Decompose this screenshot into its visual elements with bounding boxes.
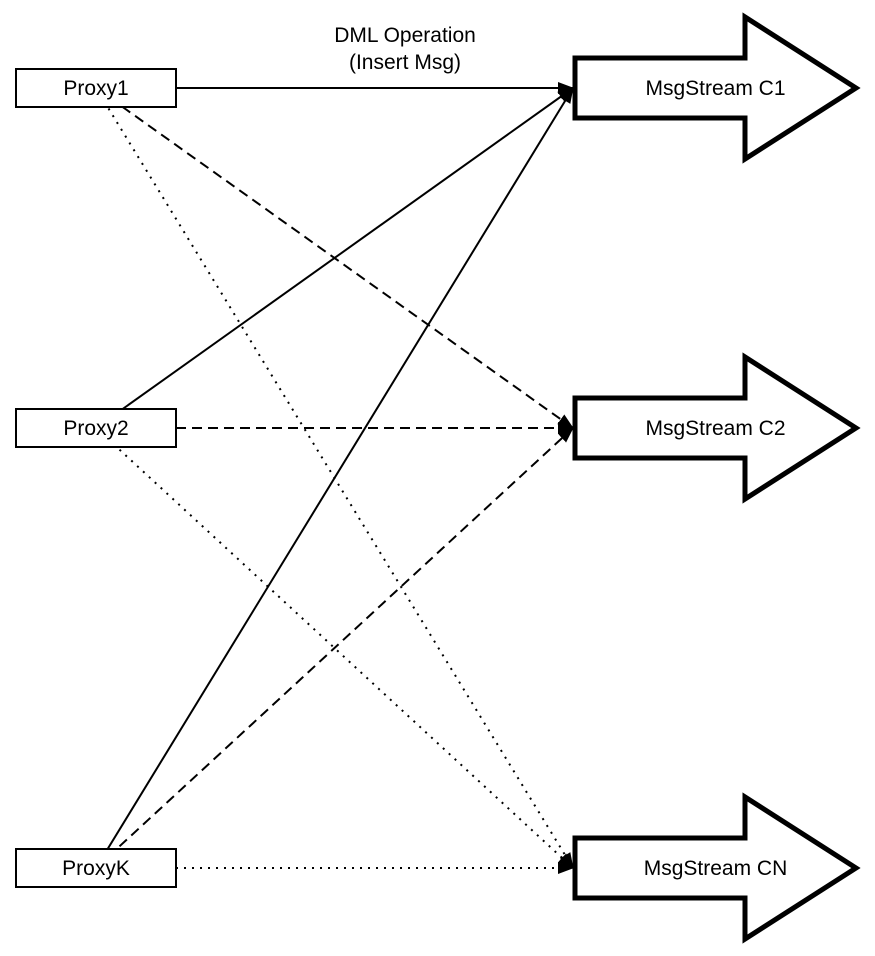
proxy2-box: Proxy2 [15,408,177,448]
proxy1-label: Proxy1 [63,76,129,100]
proxy2-label: Proxy2 [63,416,129,440]
msgstream-c1-arrow-shape [572,12,861,164]
connector-proxyk-to-c2-dashed [95,427,574,869]
proxyk-box: ProxyK [15,848,177,888]
msgstream-cn-arrow-shape [572,792,861,944]
msgstream-c2-arrow-shape [572,352,861,504]
connector-proxy1-to-cn-dotted [95,87,574,869]
proxy1-box: Proxy1 [15,68,177,108]
diagram-title-line2: (Insert Msg) [348,51,461,74]
diagram-title-line1: DML Operation [334,24,476,47]
diagram-title: DML Operation (Insert Msg) [255,22,555,76]
proxyk-label: ProxyK [62,856,130,880]
connector-proxy1-to-c2-dashed [95,87,574,429]
